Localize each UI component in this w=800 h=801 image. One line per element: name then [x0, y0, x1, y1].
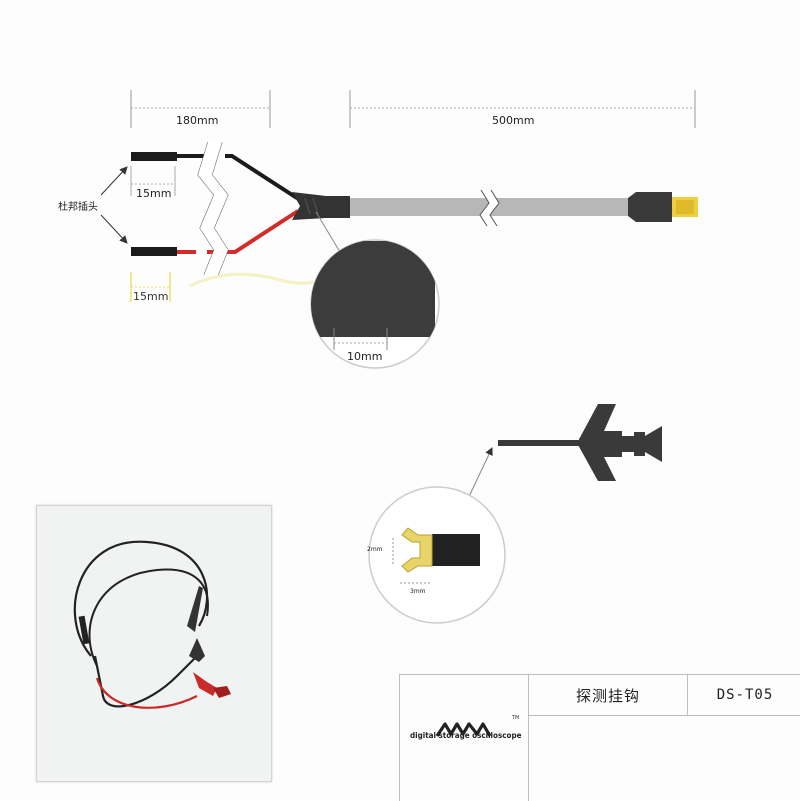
dupont-tip-black	[131, 152, 177, 161]
label-10mm: 10mm	[347, 350, 383, 363]
product-name: 探测挂钩	[528, 675, 687, 716]
red-lead-wire	[177, 209, 300, 254]
break-symbol-leads	[197, 141, 229, 276]
sleeve-detail-circle	[310, 239, 440, 369]
label-2mm: 2mm	[367, 546, 383, 553]
label-180mm: 180mm	[176, 114, 219, 127]
label-15mm-red: 15mm	[133, 290, 169, 303]
label-arrow-top	[100, 166, 128, 196]
y-splitter	[292, 192, 350, 220]
dimension-500mm	[349, 90, 696, 128]
brand-tagline: digital storage oscilloscope	[410, 731, 522, 740]
dimension-15mm-black	[130, 166, 176, 196]
label-dupont-connector: 杜邦插头	[58, 202, 98, 213]
title-block-empty-cell	[528, 716, 800, 801]
model-code: DS-T05	[687, 675, 800, 716]
trademark-mark: TM	[512, 715, 520, 721]
brand-cell: TM digital storage oscilloscope	[400, 675, 528, 801]
product-photo	[36, 505, 272, 782]
dupont-tip-red	[131, 247, 177, 256]
bnc-connector	[628, 192, 698, 222]
black-lead-wire	[177, 154, 302, 202]
break-symbol-cable	[479, 189, 500, 227]
brand-logo	[435, 722, 492, 737]
hook-detail-circle	[368, 486, 506, 624]
detail-leader-line	[315, 211, 341, 253]
label-arrow-bottom	[100, 214, 128, 244]
product-photo-art	[73, 540, 231, 709]
label-500mm: 500mm	[492, 114, 535, 127]
dimension-180mm	[130, 90, 271, 128]
title-block: TM digital storage oscilloscope 探测挂钩 DS-…	[399, 674, 800, 801]
label-3mm: 3mm	[410, 588, 426, 595]
label-15mm-black: 15mm	[136, 187, 172, 200]
hook-probe	[498, 404, 662, 481]
